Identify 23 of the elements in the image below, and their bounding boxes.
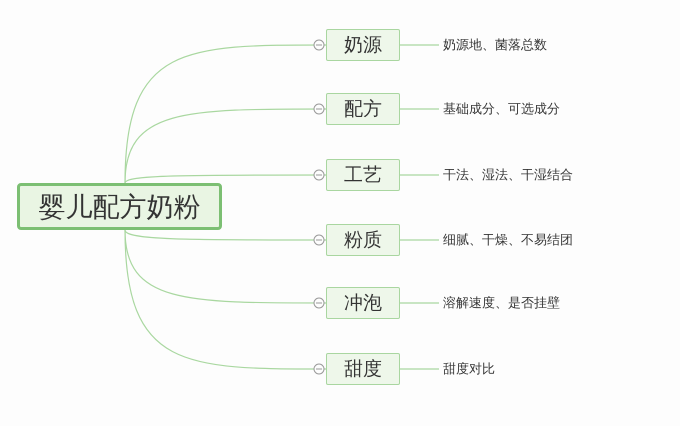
topic-box: 甜度	[326, 353, 400, 385]
detail-text: 细腻、干燥、不易结团	[443, 230, 573, 250]
connector-line	[400, 368, 439, 370]
connector-line	[124, 174, 326, 184]
detail-text: 甜度对比	[443, 359, 495, 379]
detail-text: 干法、湿法、干湿结合	[443, 165, 573, 185]
detail-text: 基础成分、可选成分	[443, 99, 560, 119]
connector-line	[124, 230, 326, 370]
topic-box: 奶源	[326, 29, 400, 61]
connector-line	[400, 302, 439, 304]
connector-line	[400, 239, 439, 241]
connector-line	[124, 230, 326, 241]
connector-line	[124, 108, 326, 184]
topic-box: 冲泡	[326, 287, 400, 319]
connector-line	[400, 174, 439, 176]
central-topic-box: 婴儿配方奶粉	[17, 183, 222, 230]
topic-box: 工艺	[326, 159, 400, 191]
topic-box: 粉质	[326, 224, 400, 256]
connector-line	[400, 108, 439, 110]
detail-text: 奶源地、菌落总数	[443, 35, 547, 55]
topic-box: 配方	[326, 93, 400, 125]
connector-line	[400, 44, 439, 46]
detail-text: 溶解速度、是否挂壁	[443, 293, 560, 313]
